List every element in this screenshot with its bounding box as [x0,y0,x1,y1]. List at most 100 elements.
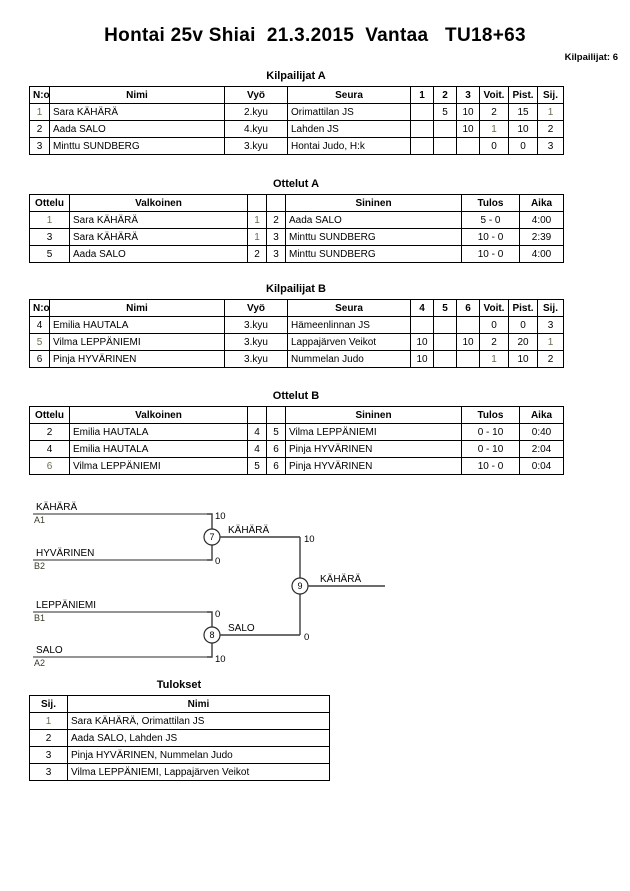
cell-time: 2:04 [519,440,564,458]
cell-belt: 3.kyu [224,137,288,155]
cell-blue-no: 3 [266,245,286,263]
bouts-b-caption: Ottelut B [272,390,320,402]
pool-a-table: N:o Nimi Vyö Seura 1 2 3 Voit. Pist. Sij… [29,86,564,155]
bracket-score: 10 [304,534,315,545]
col-blue-no [266,194,286,212]
table-row: 6 Pinja HYVÄRINEN 3.kyu Nummelan Judo 10… [29,350,564,368]
bouts-a-section: Ottelut A Ottelu Valkoinen Sininen Tulos… [29,178,564,263]
bracket-entry-seed: B1 [34,613,45,623]
cell-wins: 1 [479,120,509,138]
col-wins: Voit. [479,299,509,317]
cell-belt: 4.kyu [224,120,288,138]
bracket-entry-seed: A2 [34,658,45,668]
bracket-node-number: 8 [209,630,214,640]
col-m6: 6 [456,299,480,317]
cell-time: 0:04 [519,457,564,475]
cell-time: 4:00 [519,245,564,263]
cell-blue: Aada SALO [285,211,462,229]
pool-b-table: N:o Nimi Vyö Seura 4 5 6 Voit. Pist. Sij… [29,299,564,368]
col-result: Tulos [461,406,520,424]
cell-rank: 3 [537,316,564,334]
cell-no: 2 [29,120,50,138]
cell-m3 [456,137,480,155]
bracket-score: 0 [215,556,220,567]
col-m3: 3 [456,86,480,104]
cell-rank: 1 [537,103,564,121]
cell-blue: Pinja HYVÄRINEN [285,440,462,458]
col-white: Valkoinen [69,406,248,424]
col-blue: Sininen [285,406,462,424]
bouts-b-table: Ottelu Valkoinen Sininen Tulos Aika 2 Em… [29,406,564,475]
elimination-bracket: KÄHÄRÄ A1 HYVÄRINEN B2 10 0 7 KÄHÄRÄ LEP… [0,494,630,674]
pool-a-section: Kilpailijat A N:o Nimi Vyö Seura 1 2 3 V… [29,70,564,155]
cell-wins: 0 [479,137,509,155]
cell-white: Emilia HAUTALA [69,423,248,441]
col-m5: 5 [433,299,457,317]
table-row: 3 Pinja HYVÄRINEN, Nummelan Judo [29,746,330,764]
cell-m5 [433,333,457,351]
cell-belt: 2.kyu [224,103,288,121]
bracket-node-number: 7 [209,532,214,542]
col-name: Nimi [67,695,330,713]
cell-time: 4:00 [519,211,564,229]
cell-name: Sara KÄHÄRÄ, Orimattilan JS [67,712,330,730]
cell-no: 5 [29,333,50,351]
col-m4: 4 [410,299,434,317]
cell-blue-no: 6 [266,440,286,458]
col-name: Nimi [49,299,225,317]
cell-name: Vilma LEPPÄNIEMI, Lappajärven Veikot [67,763,330,781]
cell-blue: Minttu SUNDBERG [285,228,462,246]
col-time: Aika [519,406,564,424]
col-rank: Sij. [537,86,564,104]
cell-result: 10 - 0 [461,245,520,263]
cell-no: 3 [29,137,50,155]
table-row: 3 Sara KÄHÄRÄ 1 3 Minttu SUNDBERG 10 - 0… [29,228,564,246]
cell-white-no: 1 [247,228,267,246]
cell-m1 [410,120,434,138]
cell-white: Vilma LEPPÄNIEMI [69,457,248,475]
cell-bout: 5 [29,245,70,263]
col-white-no [247,406,267,424]
cell-points: 0 [508,137,538,155]
cell-bout: 6 [29,457,70,475]
cell-result: 5 - 0 [461,211,520,229]
competitor-count: Kilpailijat: 6 [564,52,618,63]
cell-m2: 5 [433,103,457,121]
bracket-entry-name: SALO [36,645,63,656]
cell-blue-no: 5 [266,423,286,441]
bracket-winner-name: KÄHÄRÄ [228,524,269,536]
bracket-entry-name: KÄHÄRÄ [36,501,77,513]
table-row: 3 Vilma LEPPÄNIEMI, Lappajärven Veikot [29,763,330,781]
cell-wins: 2 [479,333,509,351]
cell-name: Minttu SUNDBERG [49,137,225,155]
table-row: 5 Aada SALO 2 3 Minttu SUNDBERG 10 - 0 4… [29,245,564,263]
cell-name: Aada SALO, Lahden JS [67,729,330,747]
col-no: N:o [29,299,50,317]
cell-rank: 3 [537,137,564,155]
cell-bout: 3 [29,228,70,246]
pool-a-caption: Kilpailijat A [266,70,326,82]
bracket-score: 10 [215,654,226,665]
cell-points: 10 [508,350,538,368]
table-row: 6 Vilma LEPPÄNIEMI 5 6 Pinja HYVÄRINEN 1… [29,457,564,475]
col-wins: Voit. [479,86,509,104]
col-club: Seura [287,86,411,104]
cell-white: Emilia HAUTALA [69,440,248,458]
cell-club: Nummelan Judo [287,350,411,368]
cell-club: Hämeenlinnan JS [287,316,411,334]
table-row: 2 Aada SALO, Lahden JS [29,729,330,747]
bouts-b-section: Ottelut B Ottelu Valkoinen Sininen Tulos… [29,390,564,475]
col-blue: Sininen [285,194,462,212]
table-row: 1 Sara KÄHÄRÄ, Orimattilan JS [29,712,330,730]
cell-m3: 10 [456,120,480,138]
cell-points: 0 [508,316,538,334]
col-bout: Ottelu [29,406,70,424]
col-blue-no [266,406,286,424]
bracket-entry-name: LEPPÄNIEMI [36,599,96,611]
bracket-champion-name: KÄHÄRÄ [320,573,361,585]
table-header-row: Ottelu Valkoinen Sininen Tulos Aika [29,406,564,424]
cell-result: 0 - 10 [461,423,520,441]
bracket-entry-seed: A1 [34,515,45,525]
cell-points: 15 [508,103,538,121]
table-header-row: N:o Nimi Vyö Seura 4 5 6 Voit. Pist. Sij… [29,299,564,317]
